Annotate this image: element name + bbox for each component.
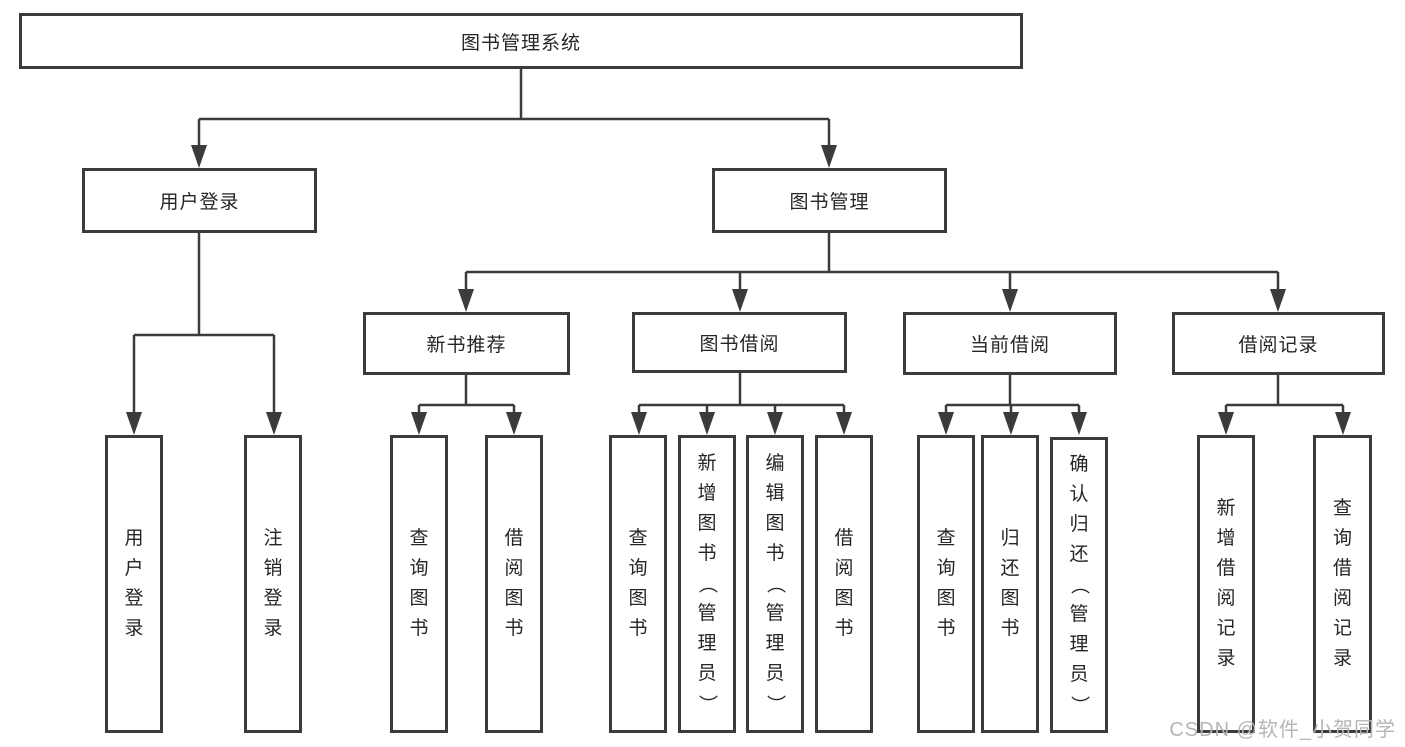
vertical-char: 登 [124,588,144,609]
vertical-char: 图 [697,513,717,534]
vertical-char: 理 [1069,634,1089,655]
node-label: 图书管理系统 [460,32,581,54]
vertical-char: 图 [409,588,429,609]
vertical-char: 归 [1000,528,1020,549]
vertical-char: 录 [124,618,144,639]
vertical-char: 认 [1069,484,1089,505]
vertical-char: 注 [263,528,283,549]
leaf-query-books-current: 查询图书 [917,435,975,733]
vertical-char: 查 [409,528,429,549]
vertical-char: 书 [936,618,956,639]
leaf-query-borrow-record: 查询借阅记录 [1313,435,1372,733]
vertical-char: 编 [765,453,785,474]
vertical-char: 员 [1069,664,1089,685]
vertical-char: 户 [124,558,144,579]
vertical-char: 辑 [765,483,785,504]
vertical-char: 新 [1216,498,1236,519]
leaf-borrow-books: 借阅图书 [815,435,873,733]
vertical-char: 阅 [504,558,524,579]
leaf-query-books-recommend: 查询图书 [390,435,448,733]
vertical-char: 管 [765,603,785,624]
vertical-char: 书 [697,543,717,564]
leaf-query-books-borrowing: 查询图书 [609,435,667,733]
vertical-char: 还 [1069,544,1089,565]
vertical-char: 借 [1332,558,1352,579]
node-label: 当前借阅 [969,335,1050,356]
vertical-char: ） [696,694,718,714]
vertical-char: 借 [1216,558,1236,579]
node-book-borrowing: 图书借阅 [632,312,847,373]
vertical-char: 登 [263,588,283,609]
node-new-book-recommend: 新书推荐 [363,312,570,375]
vertical-char: 用 [124,528,144,549]
vertical-char: 记 [1332,618,1352,639]
vertical-char: 图 [936,588,956,609]
vertical-char: 阅 [834,558,854,579]
vertical-char: 书 [1000,618,1020,639]
vertical-char: 录 [1332,648,1352,669]
vertical-char: 询 [409,558,429,579]
vertical-char: 书 [765,543,785,564]
leaf-edit-books-admin: 编辑图书 （ 管理员 ） [746,435,804,733]
vertical-char: （ [696,574,718,594]
vertical-char: 借 [834,528,854,549]
vertical-char: 还 [1000,558,1020,579]
leaf-user-login: 用户登录 [105,435,163,733]
node-book-management-branch: 图书管理 [712,168,947,233]
vertical-char: 归 [1069,514,1089,535]
leaf-add-books-admin: 新增图书 （ 管理员 ） [678,435,736,733]
vertical-char: （ [764,574,786,594]
vertical-char: 增 [697,483,717,504]
vertical-char: 增 [1216,528,1236,549]
vertical-char: 图 [765,513,785,534]
vertical-char: 确 [1069,454,1089,475]
vertical-char: 询 [628,558,648,579]
leaf-return-books: 归还图书 [981,435,1039,733]
node-label: 新书推荐 [426,335,507,356]
leaf-borrow-books-recommend: 借阅图书 [485,435,543,733]
vertical-char: 新 [697,453,717,474]
vertical-char: ） [1068,695,1090,715]
vertical-char: 管 [697,603,717,624]
vertical-char: 理 [765,633,785,654]
vertical-char: 销 [263,558,283,579]
vertical-char: 理 [697,633,717,654]
vertical-char: 书 [628,618,648,639]
vertical-char: 借 [504,528,524,549]
vertical-char: ） [764,694,786,714]
vertical-char: 图 [1000,588,1020,609]
vertical-char: 书 [504,618,524,639]
vertical-char: 录 [1216,648,1236,669]
vertical-char: 阅 [1216,588,1236,609]
vertical-char: 查 [628,528,648,549]
vertical-char: 查 [936,528,956,549]
vertical-char: 员 [697,663,717,684]
vertical-char: 阅 [1332,588,1352,609]
node-label: 借阅记录 [1238,335,1319,356]
vertical-char: 员 [765,663,785,684]
leaf-add-borrow-record: 新增借阅记录 [1197,435,1255,733]
node-label: 图书管理 [789,192,870,213]
node-root-system: 图书管理系统 [19,13,1023,69]
leaf-logout: 注销登录 [244,435,302,733]
node-label: 用户登录 [159,192,240,213]
vertical-char: 书 [834,618,854,639]
csdn-watermark: CSDN @软件_小贺同学 [1169,719,1396,741]
vertical-char: 管 [1069,604,1089,625]
vertical-char: 录 [263,618,283,639]
vertical-char: 书 [409,618,429,639]
leaf-confirm-return-admin: 确认归还 （ 管理员 ） [1050,437,1108,733]
node-current-borrowing: 当前借阅 [903,312,1117,375]
vertical-char: 询 [1332,528,1352,549]
vertical-char: 记 [1216,618,1236,639]
vertical-char: 查 [1332,498,1352,519]
vertical-char: 图 [628,588,648,609]
vertical-char: 图 [504,588,524,609]
node-borrowing-records: 借阅记录 [1172,312,1385,375]
vertical-char: （ [1068,575,1090,595]
vertical-char: 图 [834,588,854,609]
node-label: 图书借阅 [699,334,780,355]
node-user-login-branch: 用户登录 [82,168,317,233]
vertical-char: 询 [936,558,956,579]
